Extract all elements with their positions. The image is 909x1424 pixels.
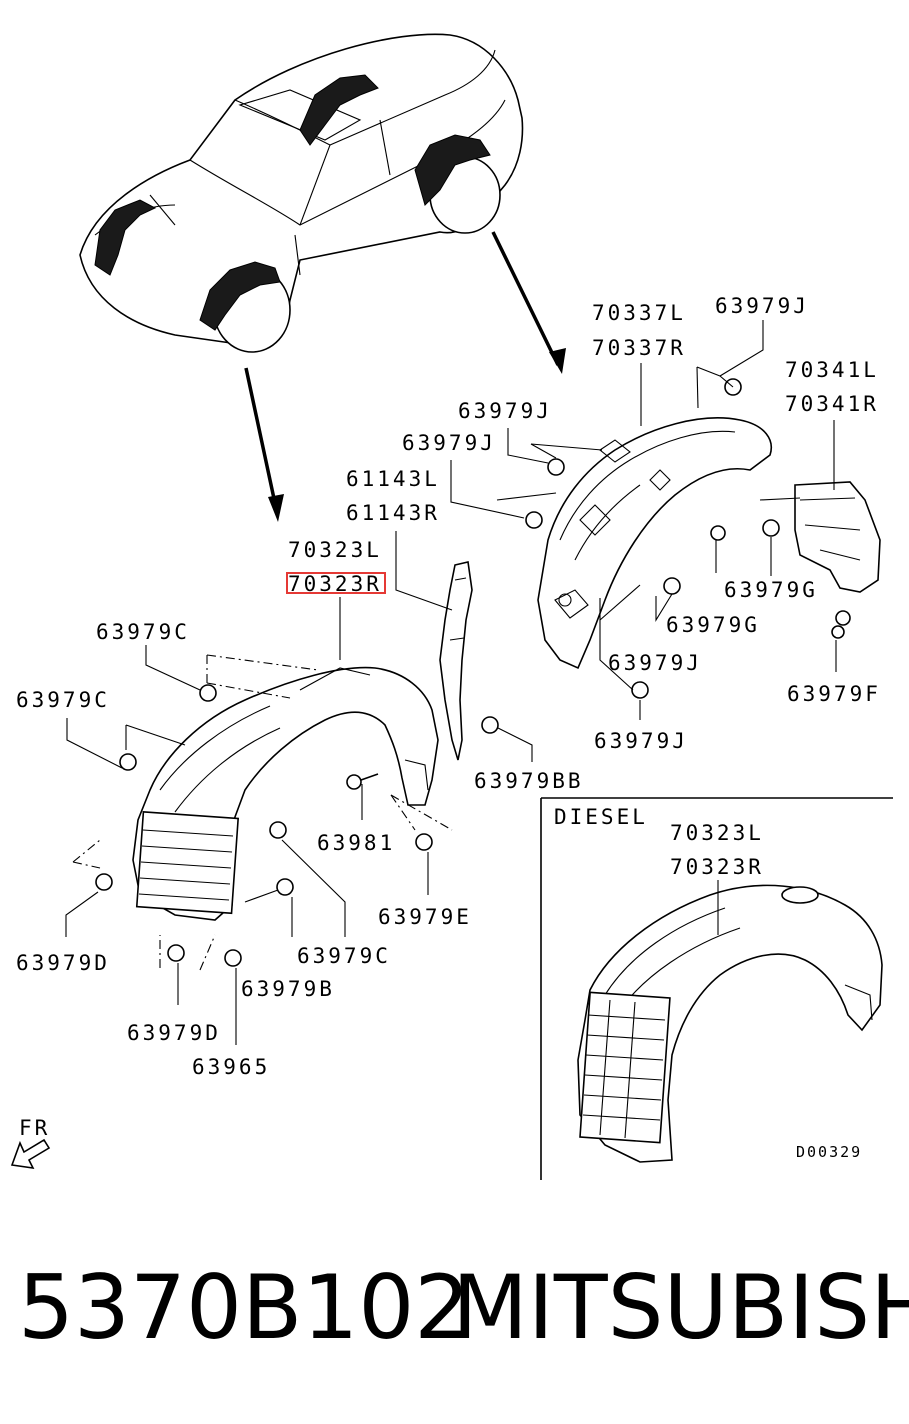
label-63979e: 63979E <box>378 905 472 929</box>
label-70337r: 70337R <box>592 336 686 360</box>
label-63965: 63965 <box>192 1055 270 1079</box>
label-63979j-a: 63979J <box>458 399 552 423</box>
leader-lines <box>65 320 837 1045</box>
label-63981: 63981 <box>317 831 395 855</box>
brand-name: MITSUBISHI <box>452 1256 909 1359</box>
inset-label-70323l: 70323L <box>670 821 764 845</box>
label-63979j-c: 63979J <box>608 651 702 675</box>
label-63979d-a: 63979D <box>16 951 110 975</box>
diesel-inset <box>540 797 893 1180</box>
label-61143r: 61143R <box>346 501 440 525</box>
label-63979f: 63979F <box>787 682 881 706</box>
rear-fender-liner <box>537 417 772 670</box>
front-arrow-icon <box>10 1138 51 1170</box>
label-63979c-c: 63979C <box>297 944 391 968</box>
fastener-clips <box>95 378 851 967</box>
highlight-box <box>286 572 386 594</box>
label-63979b: 63979B <box>241 977 335 1001</box>
label-61143l: 61143L <box>346 467 440 491</box>
part-labels: 70337L 70337R 63979J 70341L 70341R 63979… <box>16 294 881 1140</box>
label-70341r: 70341R <box>785 392 879 416</box>
label-70323l: 70323L <box>288 538 382 562</box>
label-63979j-top: 63979J <box>715 294 809 318</box>
splash-shield <box>439 561 473 761</box>
part-number: 5370B102 <box>18 1256 470 1359</box>
inset-label-70323r: 70323R <box>670 855 764 879</box>
label-fr: FR <box>19 1116 50 1140</box>
label-63979j-b: 63979J <box>402 431 496 455</box>
inset-title: DIESEL <box>554 805 648 829</box>
caption: 5370B102 MITSUBISHI <box>18 1256 909 1359</box>
diagram-code: D00329 <box>796 1143 862 1161</box>
label-63979g-b: 63979G <box>666 613 760 637</box>
front-fender-liner <box>132 666 439 921</box>
label-70337l: 70337L <box>592 301 686 325</box>
label-63979d-b: 63979D <box>127 1021 221 1045</box>
label-63979g-a: 63979G <box>724 578 818 602</box>
label-63979bb: 63979BB <box>474 769 584 793</box>
inset-labels: DIESEL 70323L 70323R D00329 <box>554 805 862 1161</box>
mud-flap-bracket <box>794 481 881 593</box>
label-70323r: 70323R <box>288 572 382 596</box>
label-63979j-d: 63979J <box>594 729 688 753</box>
label-63979c-a: 63979C <box>96 620 190 644</box>
car-illustration <box>79 33 524 353</box>
label-70341l: 70341L <box>785 358 879 382</box>
label-63979c-b: 63979C <box>16 688 110 712</box>
